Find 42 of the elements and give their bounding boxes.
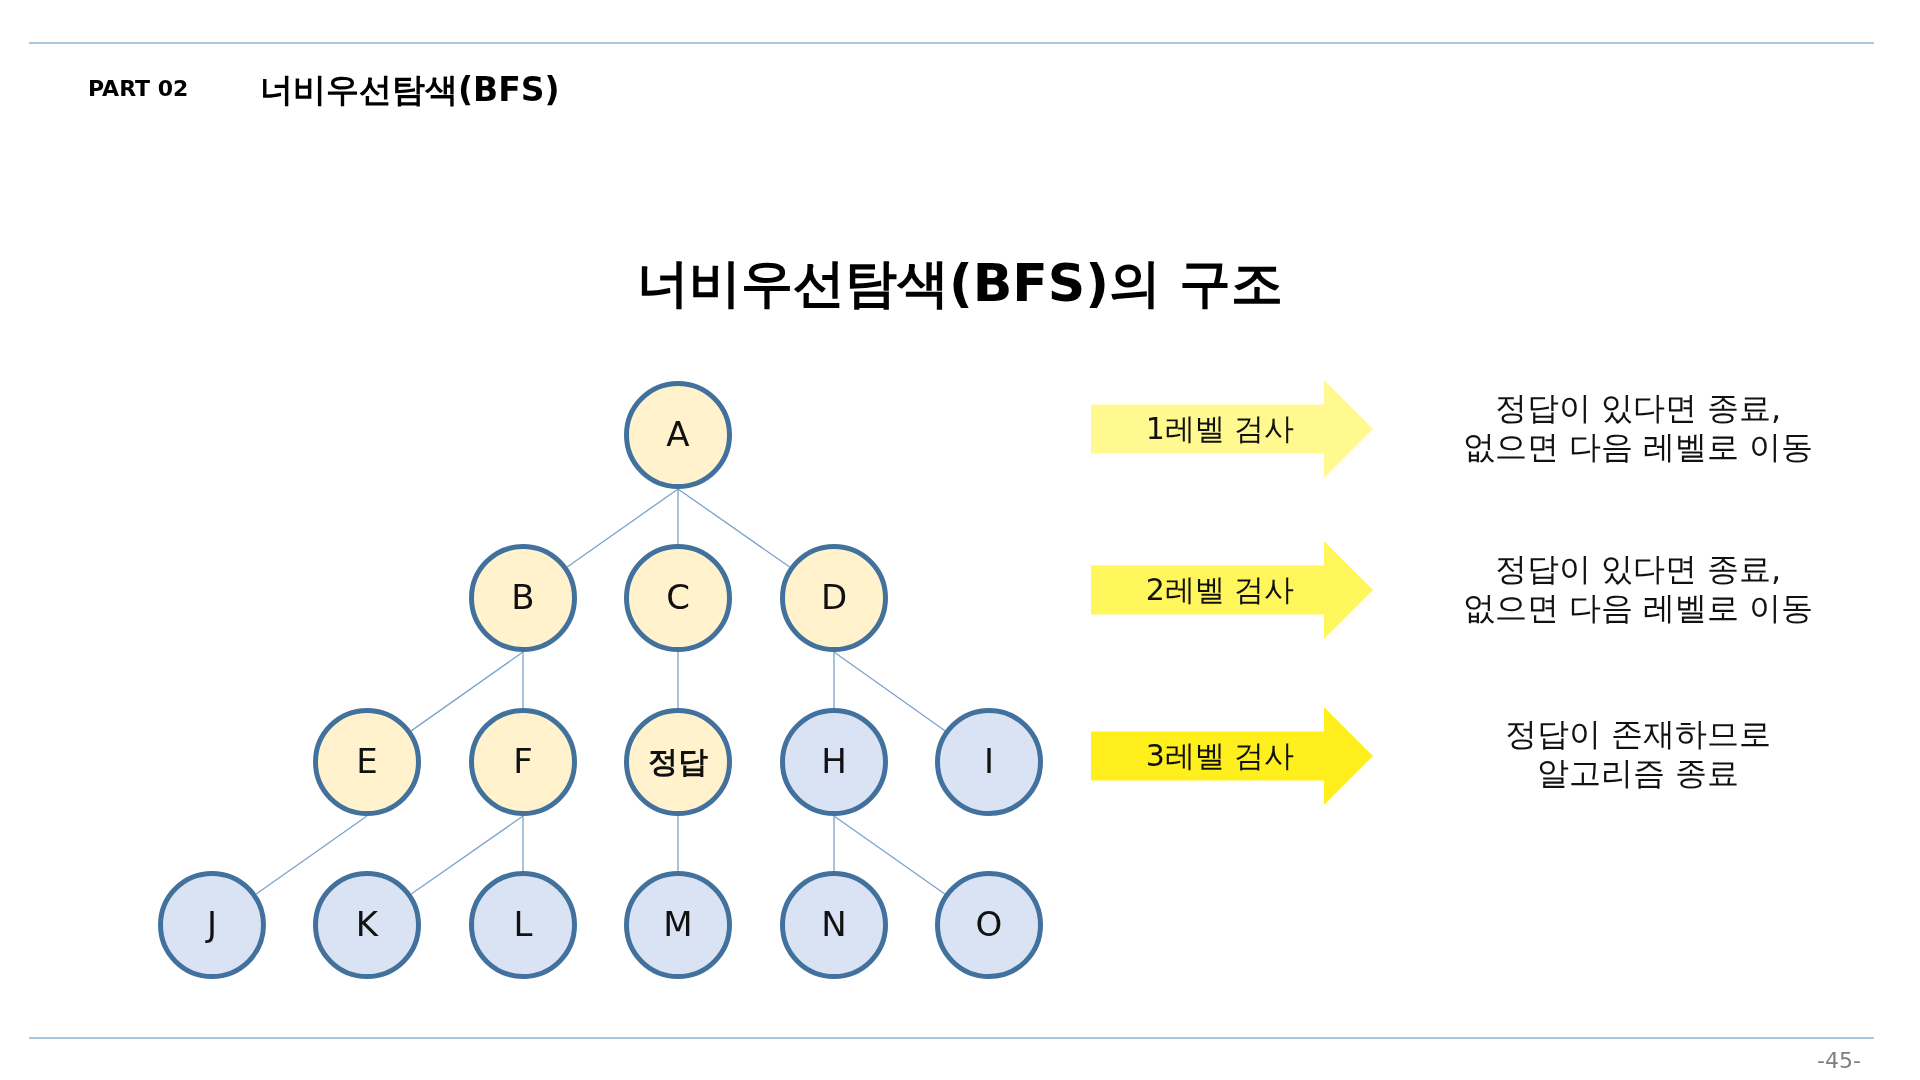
- connector-line: [833, 815, 835, 872]
- connector-line: [677, 488, 679, 545]
- connector-line: [677, 815, 679, 872]
- node-label: D: [820, 578, 848, 618]
- node-label: C: [666, 578, 690, 618]
- connector-line: [566, 488, 679, 568]
- section-label: PART 02: [88, 75, 189, 101]
- node-label: E: [356, 742, 378, 782]
- node-label: 정답: [648, 744, 708, 780]
- level-label: 3레벨 검사: [1145, 738, 1295, 774]
- slide-title: 너비우선탐색(BFS)의 구조: [636, 252, 1284, 315]
- level-label: 1레벨 검사: [1145, 411, 1295, 447]
- connector-line: [410, 815, 524, 895]
- connector-line: [677, 651, 679, 709]
- node-label: J: [207, 905, 217, 945]
- node-label: A: [666, 415, 690, 455]
- level-label: 2레벨 검사: [1145, 572, 1295, 608]
- page-number: -45-: [1817, 1047, 1861, 1073]
- connector-line: [677, 488, 791, 568]
- section-heading: 너비우선탐색(BFS): [260, 68, 560, 111]
- connector-line: [833, 815, 946, 895]
- node-label: M: [663, 905, 693, 945]
- node-label: B: [511, 578, 535, 618]
- pointer-banner: [1091, 707, 1373, 805]
- connector-line: [833, 651, 835, 709]
- node-label: L: [513, 905, 533, 945]
- pointer-banner: [1091, 380, 1373, 478]
- node-label: F: [513, 742, 533, 782]
- description-text: 정답이 있다면 종료, 없으면 다음 레벨로 이동: [1461, 550, 1815, 628]
- connector-line: [522, 815, 524, 872]
- node-label: I: [984, 742, 994, 782]
- description-text: 정답이 존재하므로 알고리즘 종료: [1503, 715, 1773, 793]
- connector-line: [410, 651, 524, 732]
- node-label: K: [355, 905, 379, 945]
- node-label: N: [821, 905, 847, 945]
- connector-line: [255, 815, 368, 895]
- description-text: 정답이 있다면 종료, 없으면 다음 레벨로 이동: [1461, 389, 1815, 467]
- node-label: H: [821, 742, 847, 782]
- pointer-banner: [1091, 541, 1373, 639]
- node-label: O: [975, 905, 1003, 945]
- connector-line: [522, 651, 524, 709]
- connector-line: [833, 651, 946, 732]
